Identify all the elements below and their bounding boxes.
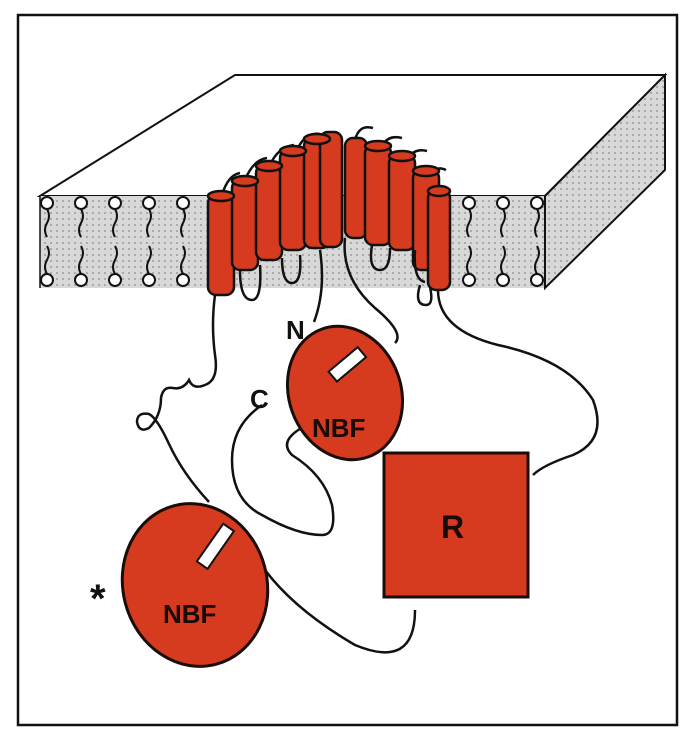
nbf-lower bbox=[120, 502, 270, 668]
frame bbox=[16, 13, 679, 727]
r-domain bbox=[382, 451, 530, 599]
transmembrane-helices-left bbox=[206, 130, 344, 302]
transmembrane-helices-right bbox=[343, 126, 452, 307]
polypeptide-chain bbox=[135, 237, 599, 654]
n-terminus-label: N bbox=[286, 315, 305, 345]
nbf-upper-label: NBF bbox=[312, 413, 365, 443]
asterisk-mark: * bbox=[90, 577, 106, 621]
nbf-upper bbox=[285, 324, 405, 462]
lipid-bilayer-left bbox=[40, 196, 190, 287]
r-domain-label: R bbox=[441, 509, 464, 545]
c-terminus-label: C bbox=[250, 384, 269, 414]
nbf-lower-label: NBF bbox=[163, 599, 216, 629]
